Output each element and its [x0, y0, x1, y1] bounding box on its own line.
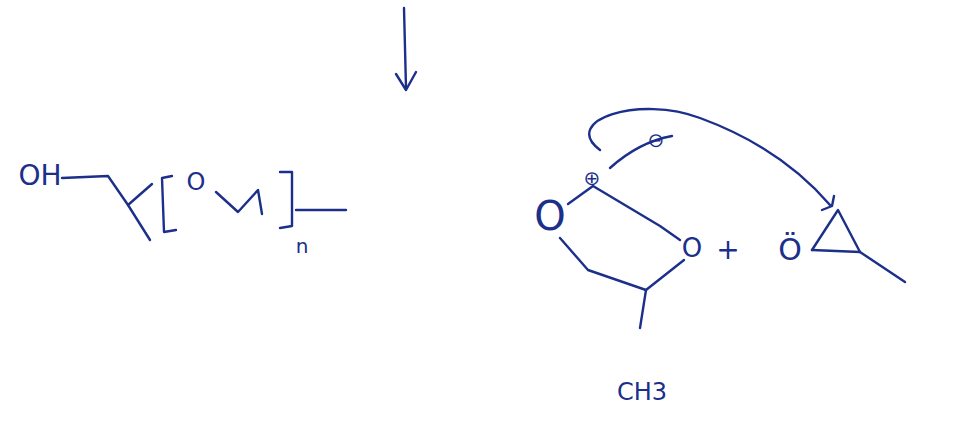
ring-bond — [560, 238, 684, 290]
bracket — [280, 172, 292, 228]
atom-label: Ö — [778, 235, 802, 265]
bond-line — [296, 209, 346, 211]
ring-bond — [568, 186, 680, 240]
bond-line — [216, 190, 262, 214]
charge-label: ⊖ — [648, 130, 665, 150]
atom-label: O — [682, 235, 702, 261]
group-label: OH — [18, 162, 61, 190]
curved-arrow — [589, 109, 830, 205]
bracket — [162, 176, 176, 232]
group-label: CH3 — [617, 380, 667, 404]
epoxide-ring — [812, 250, 860, 252]
arrow-head — [396, 72, 416, 90]
epoxide-ring — [812, 210, 905, 282]
arrow-head — [822, 196, 834, 210]
atom-label: O — [187, 170, 206, 194]
charge-label: ⊕ — [584, 168, 601, 188]
bond-line — [62, 176, 152, 205]
plus-sign: + — [716, 236, 739, 264]
subscript-label: n — [296, 236, 309, 256]
atom-label: O — [534, 196, 565, 236]
bond-line — [128, 205, 150, 240]
reaction-arrow — [404, 8, 406, 88]
methyl-bond — [640, 290, 646, 328]
